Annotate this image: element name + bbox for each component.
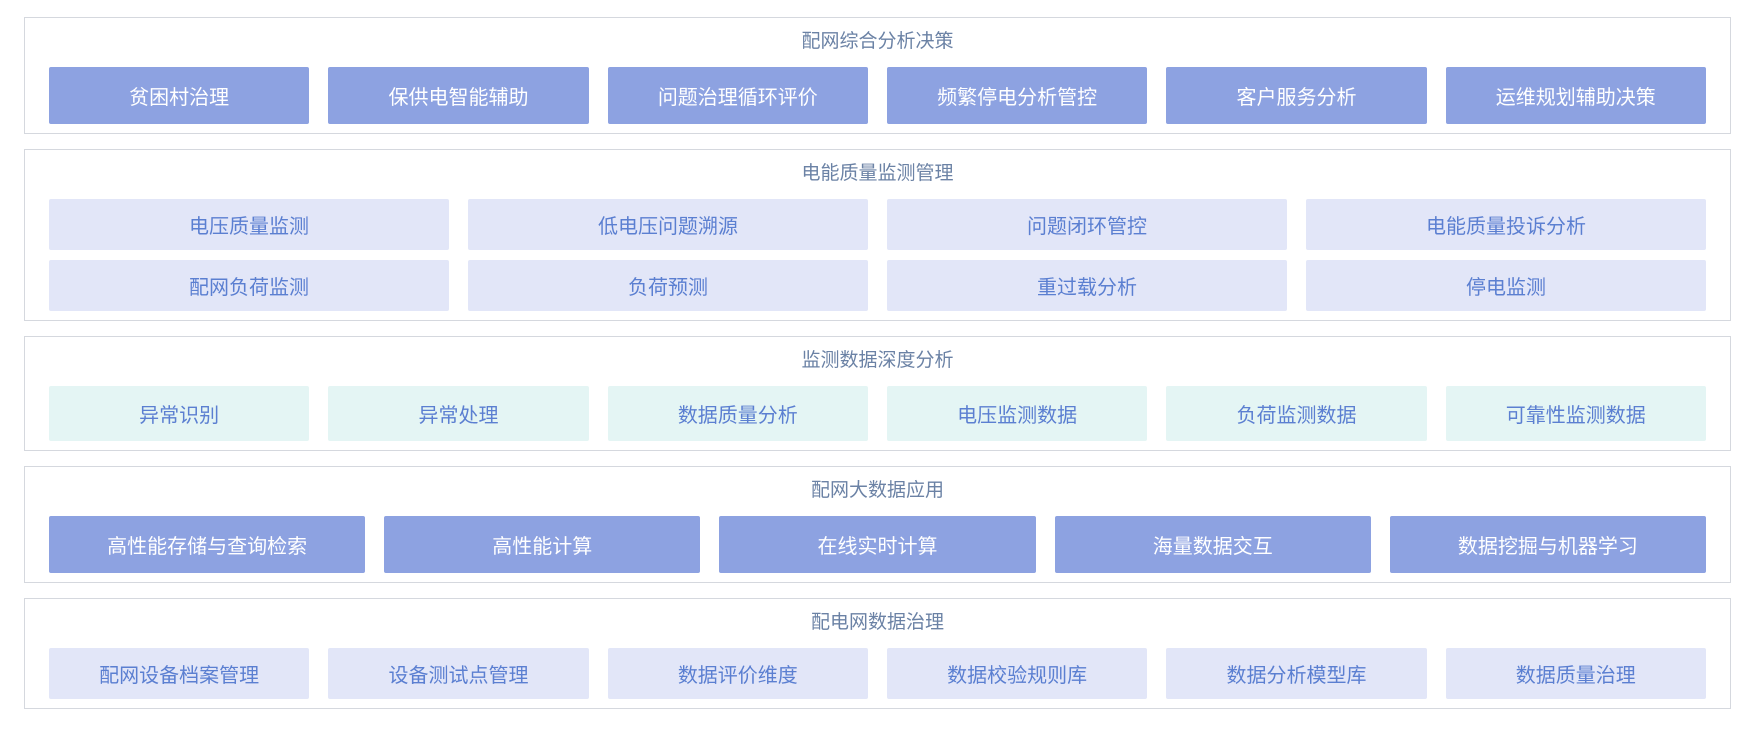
- button-row: 电压质量监测低电压问题溯源问题闭环管控电能质量投诉分析: [49, 199, 1706, 250]
- module-button[interactable]: 电能质量投诉分析: [1306, 199, 1706, 250]
- section-distribution-big-data-application: 配网大数据应用高性能存储与查询检索高性能计算在线实时计算海量数据交互数据挖掘与机…: [24, 466, 1731, 583]
- module-button[interactable]: 异常处理: [328, 386, 589, 441]
- module-button[interactable]: 负荷监测数据: [1166, 386, 1427, 441]
- module-button[interactable]: 配网设备档案管理: [49, 648, 310, 699]
- section-title: 监测数据深度分析: [801, 350, 954, 371]
- module-button[interactable]: 频繁停电分析管控: [886, 67, 1148, 124]
- section-comprehensive-analysis-decision: 配网综合分析决策贫困村治理保供电智能辅助问题治理循环评价频繁停电分析管控客户服务…: [24, 17, 1731, 134]
- module-button[interactable]: 客户服务分析: [1166, 67, 1427, 124]
- module-button[interactable]: 问题治理循环评价: [607, 67, 868, 124]
- module-button[interactable]: 数据分析模型库: [1166, 648, 1427, 699]
- module-button[interactable]: 数据挖掘与机器学习: [1389, 516, 1707, 573]
- section-distribution-network-data-governance: 配电网数据治理配网设备档案管理设备测试点管理数据评价维度数据校验规则库数据分析模…: [24, 598, 1731, 709]
- module-button[interactable]: 设备测试点管理: [328, 648, 589, 699]
- button-row: 配网负荷监测负荷预测重过载分析停电监测: [49, 260, 1706, 311]
- section-title: 配网综合分析决策: [801, 31, 954, 52]
- module-button[interactable]: 可靠性监测数据: [1445, 386, 1706, 441]
- section-title: 配网大数据应用: [810, 480, 944, 501]
- module-button[interactable]: 问题闭环管控: [887, 199, 1287, 250]
- module-button[interactable]: 停电监测: [1306, 260, 1706, 311]
- button-rows: 贫困村治理保供电智能辅助问题治理循环评价频繁停电分析管控客户服务分析运维规划辅助…: [49, 67, 1706, 124]
- module-button[interactable]: 数据质量分析: [607, 386, 868, 441]
- button-rows: 电压质量监测低电压问题溯源问题闭环管控电能质量投诉分析配网负荷监测负荷预测重过载…: [49, 199, 1706, 311]
- section-title: 电能质量监测管理: [801, 163, 954, 184]
- section-title: 配电网数据治理: [810, 612, 944, 633]
- module-button[interactable]: 海量数据交互: [1054, 516, 1371, 573]
- module-button[interactable]: 配网负荷监测: [49, 260, 449, 311]
- module-button[interactable]: 电压监测数据: [886, 386, 1148, 441]
- module-button[interactable]: 高性能计算: [384, 516, 701, 573]
- module-button[interactable]: 数据评价维度: [607, 648, 868, 699]
- module-button[interactable]: 高性能存储与查询检索: [49, 516, 366, 573]
- module-button[interactable]: 数据质量治理: [1445, 648, 1706, 699]
- button-row: 配网设备档案管理设备测试点管理数据评价维度数据校验规则库数据分析模型库数据质量治…: [49, 648, 1706, 699]
- module-button[interactable]: 低电压问题溯源: [468, 199, 868, 250]
- button-row: 贫困村治理保供电智能辅助问题治理循环评价频繁停电分析管控客户服务分析运维规划辅助…: [49, 67, 1706, 124]
- module-button[interactable]: 重过载分析: [887, 260, 1287, 311]
- button-rows: 高性能存储与查询检索高性能计算在线实时计算海量数据交互数据挖掘与机器学习: [49, 516, 1707, 573]
- module-button[interactable]: 异常识别: [49, 386, 310, 441]
- module-button[interactable]: 电压质量监测: [49, 199, 449, 250]
- module-button[interactable]: 保供电智能辅助: [328, 67, 589, 124]
- module-button[interactable]: 负荷预测: [468, 260, 868, 311]
- sections-container: 配网综合分析决策贫困村治理保供电智能辅助问题治理循环评价频繁停电分析管控客户服务…: [24, 17, 1731, 709]
- module-button[interactable]: 在线实时计算: [719, 516, 1036, 573]
- button-row: 异常识别异常处理数据质量分析电压监测数据负荷监测数据可靠性监测数据: [49, 386, 1706, 441]
- module-button[interactable]: 运维规划辅助决策: [1445, 67, 1706, 124]
- button-row: 高性能存储与查询检索高性能计算在线实时计算海量数据交互数据挖掘与机器学习: [49, 516, 1707, 573]
- button-rows: 配网设备档案管理设备测试点管理数据评价维度数据校验规则库数据分析模型库数据质量治…: [49, 648, 1706, 699]
- button-rows: 异常识别异常处理数据质量分析电压监测数据负荷监测数据可靠性监测数据: [49, 386, 1706, 441]
- section-monitoring-data-deep-analysis: 监测数据深度分析异常识别异常处理数据质量分析电压监测数据负荷监测数据可靠性监测数…: [24, 336, 1731, 451]
- module-button[interactable]: 数据校验规则库: [886, 648, 1148, 699]
- module-button[interactable]: 贫困村治理: [49, 67, 310, 124]
- section-power-quality-monitoring-management: 电能质量监测管理电压质量监测低电压问题溯源问题闭环管控电能质量投诉分析配网负荷监…: [24, 149, 1731, 321]
